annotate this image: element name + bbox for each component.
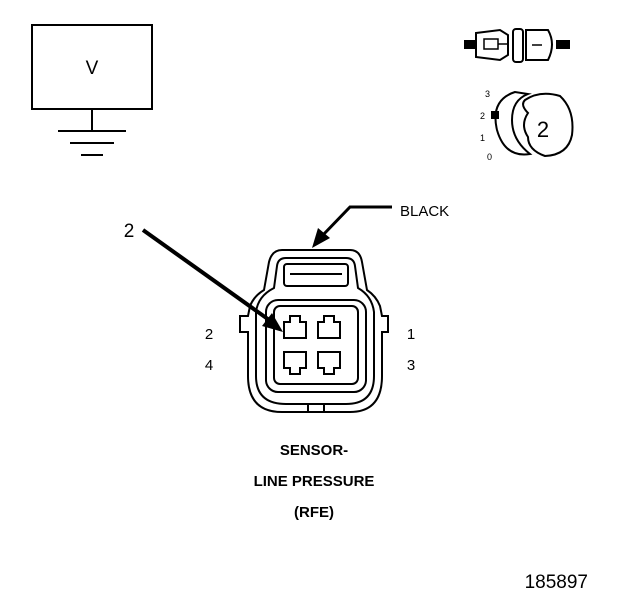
- connector-body: [239, 249, 389, 413]
- cavity-callout-number: 2: [124, 221, 135, 242]
- voltmeter-label: V: [86, 58, 99, 79]
- color-leader-arrowhead: [312, 228, 330, 248]
- terminal-cavity-2: [283, 315, 307, 339]
- dial-scale-1: 1: [480, 133, 485, 143]
- terminal-cavity-1: [317, 315, 341, 339]
- figure-number: 185897: [525, 572, 588, 593]
- dial-scale-2: 2: [480, 111, 485, 121]
- dial-indicator-icon: [491, 111, 499, 119]
- terminal-cavities: [283, 315, 341, 375]
- color-leader-line: [320, 205, 392, 238]
- voltmeter: [31, 24, 153, 156]
- terminal-cavity-4: [283, 351, 307, 375]
- component-name-line1: SENSOR-: [280, 442, 348, 459]
- dial-scale-0: 0: [487, 152, 492, 162]
- pin-label-3: 3: [407, 357, 415, 374]
- pin-label-2: 2: [205, 326, 213, 343]
- cavity-arrowhead: [262, 313, 283, 332]
- component-name-line2: LINE PRESSURE: [254, 473, 375, 490]
- pin-label-1: 1: [407, 326, 415, 343]
- terminal-cavity-3: [317, 351, 341, 375]
- component-name-line3: (RFE): [294, 504, 334, 521]
- dial-scale-3: 3: [485, 89, 490, 99]
- connector-color-label: BLACK: [400, 203, 449, 220]
- pin-label-4: 4: [205, 357, 213, 374]
- dial-selected-position: 2: [537, 117, 549, 142]
- probe-icon: [464, 28, 570, 63]
- probe-tip-dial: [491, 90, 574, 158]
- cavity-arrow: [141, 228, 274, 324]
